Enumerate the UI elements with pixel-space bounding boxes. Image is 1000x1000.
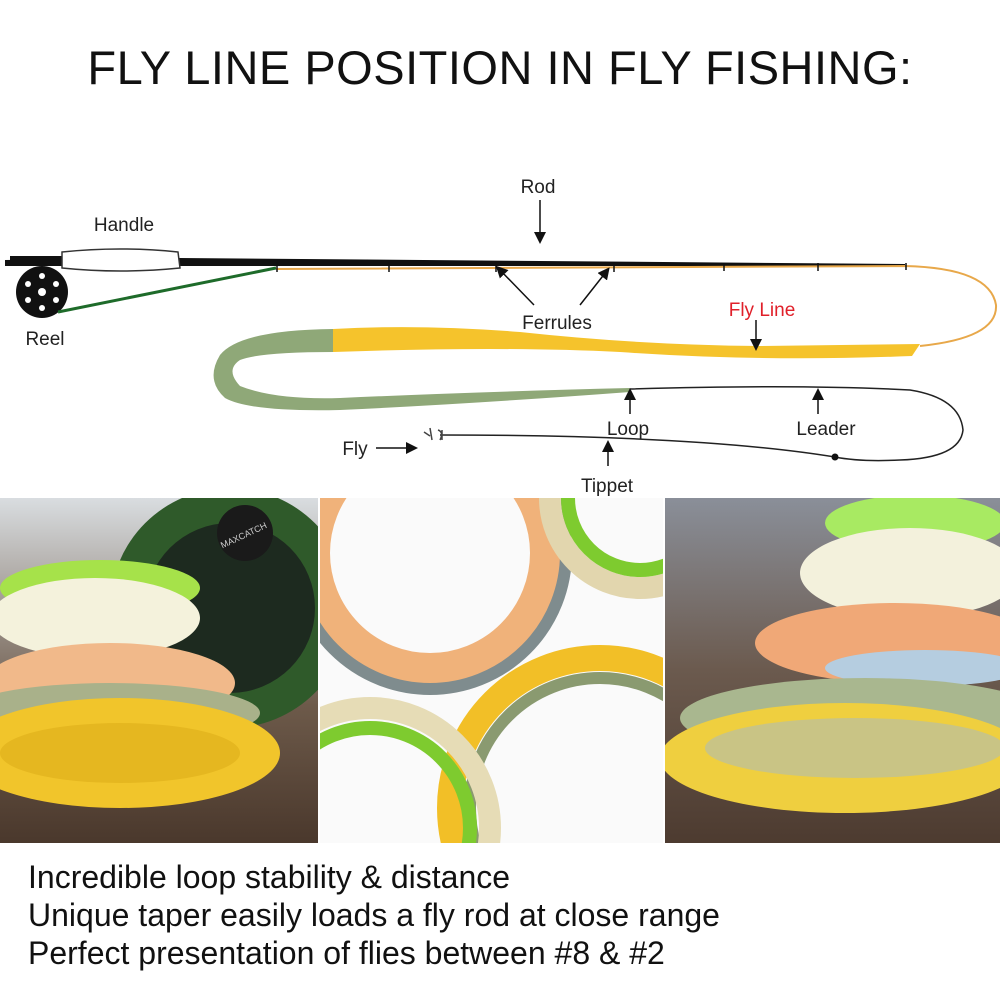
feature-list: Incredible loop stability & distance Uni…	[28, 858, 720, 972]
photo-line-coils	[320, 498, 663, 843]
feature-item: Unique taper easily loads a fly rod at c…	[28, 897, 720, 933]
rod	[5, 258, 905, 266]
reel-seat	[10, 256, 65, 266]
fly-line-head	[213, 329, 631, 411]
label-tippet: Tippet	[581, 476, 634, 497]
label-ferrules: Ferrules	[522, 313, 592, 334]
fly-line-belly	[333, 327, 920, 359]
fly-icon	[423, 427, 443, 441]
running-line	[275, 264, 998, 347]
feature-item: Incredible loop stability & distance	[28, 859, 511, 895]
photo-reel-lines: MAXCATCH	[0, 498, 318, 843]
label-reel: Reel	[25, 329, 64, 350]
label-loop: Loop	[607, 419, 649, 440]
label-handle: Handle	[94, 215, 154, 236]
backing-line	[57, 266, 277, 314]
feature-item: Perfect presentation of flies between #8…	[28, 935, 665, 971]
handle	[61, 248, 181, 272]
label-leader: Leader	[796, 419, 856, 440]
reel-icon	[16, 266, 68, 318]
label-rod: Rod	[521, 177, 556, 198]
leader	[439, 385, 964, 462]
photo-line-stack	[665, 498, 1000, 843]
fly-fishing-diagram: Rod Handle Reel Ferrules Fly Line Loop L…	[5, 177, 998, 497]
page-title: FLY LINE POSITION IN FLY FISHING:	[87, 41, 913, 94]
label-fly: Fly	[342, 439, 368, 460]
label-fly-line: Fly Line	[729, 300, 796, 321]
